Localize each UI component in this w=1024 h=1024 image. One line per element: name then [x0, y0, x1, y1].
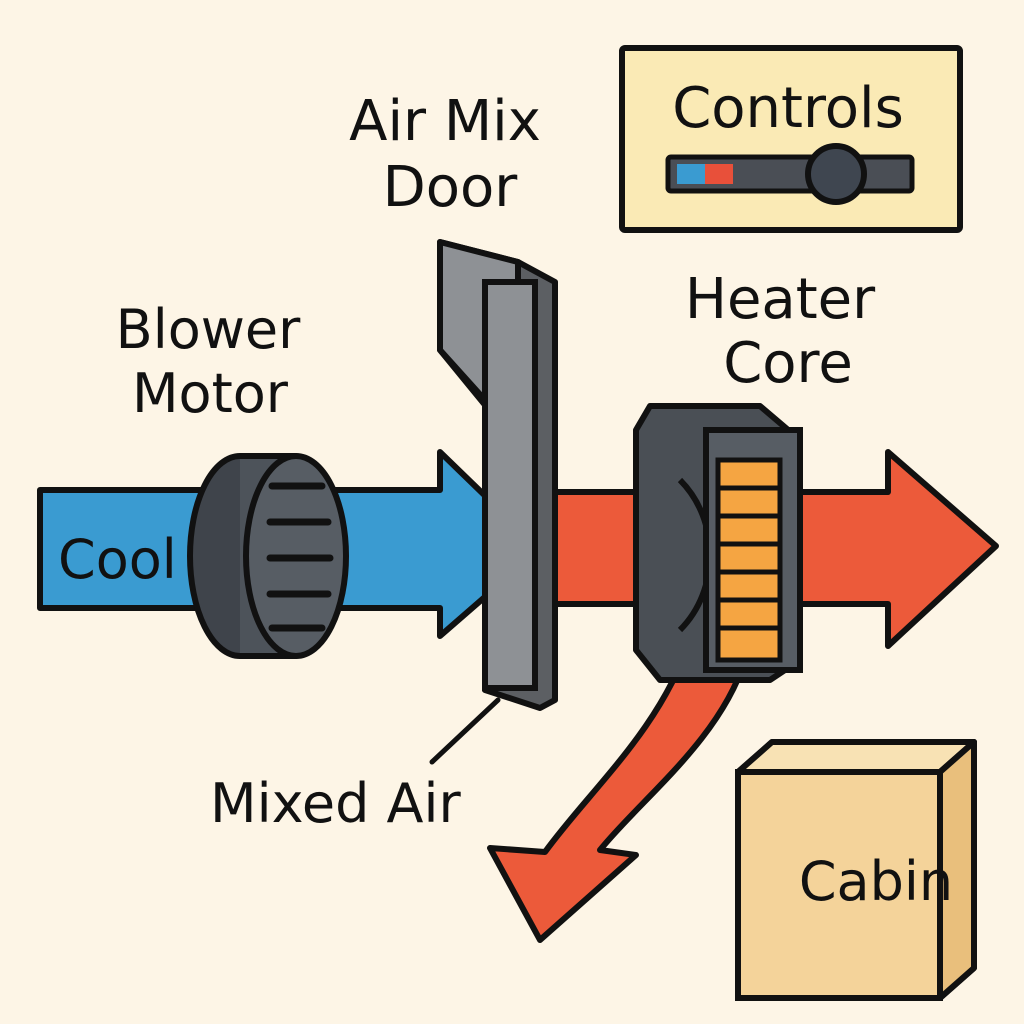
mixed-air-label: Mixed Air	[210, 772, 461, 835]
blower-motor-label-line2: Motor	[132, 362, 289, 425]
air-mix-door-label-line1: Air Mix	[349, 89, 541, 154]
blower-motor-icon	[187, 453, 349, 659]
temperature-slider[interactable]	[665, 143, 915, 205]
cabin-box-icon	[735, 739, 977, 1001]
mixed-air-pointer-line	[429, 697, 501, 765]
air-mix-door-label-line2: Door	[383, 155, 519, 220]
controls-panel: Controls	[619, 45, 963, 233]
heater-core-icon	[633, 403, 803, 683]
blower-motor-label-line1: Blower	[116, 298, 301, 361]
heater-core-label-line1: Heater	[685, 267, 876, 332]
heater-core-label-line2: Core	[723, 331, 853, 396]
controls-label: Controls	[672, 76, 904, 141]
mixed-air-arrow	[487, 637, 748, 943]
cabin-label: Cabin	[799, 850, 953, 913]
cool-label: Cool	[58, 528, 177, 591]
air-mix-door-icon[interactable]	[437, 239, 558, 711]
slider-knob[interactable]	[805, 143, 867, 205]
